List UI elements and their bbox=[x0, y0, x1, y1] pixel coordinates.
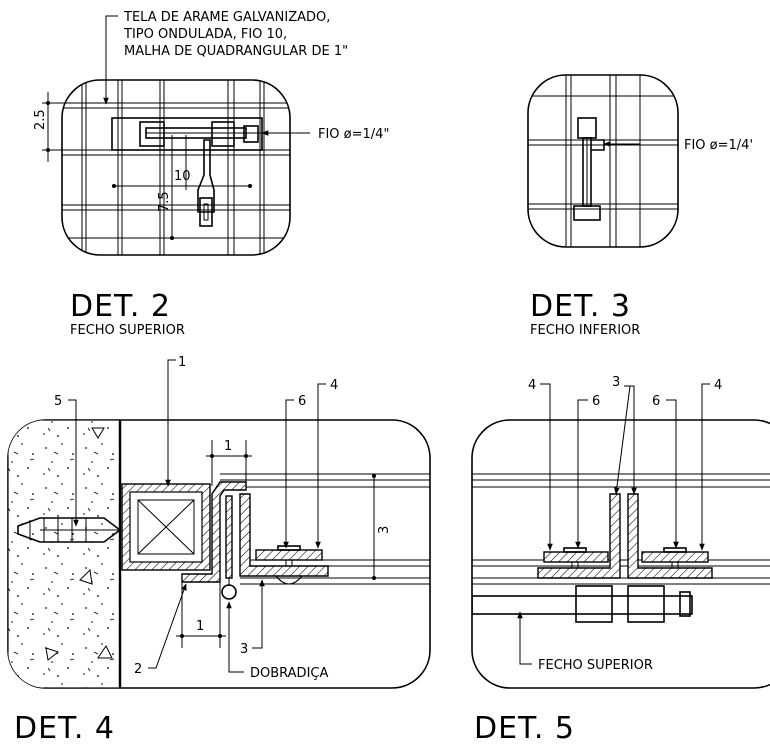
dim-2-5: 2.5 bbox=[33, 109, 48, 130]
callout-d4-3: 3 bbox=[240, 642, 248, 657]
wire-mesh bbox=[62, 80, 290, 255]
mesh-note-line3: MALHA DE QUADRANGULAR DE 1" bbox=[124, 44, 348, 59]
callout-d5-6a: 6 bbox=[592, 394, 600, 409]
top-latch-label: FECHO SUPERIOR bbox=[538, 658, 653, 673]
detail-2-title: DET. 2 bbox=[70, 289, 171, 324]
callout-d4-2: 2 bbox=[134, 662, 142, 677]
callout-d4-5: 5 bbox=[54, 394, 62, 409]
dim-d4-bottom-1: 1 bbox=[196, 619, 204, 634]
detail-3-frame bbox=[527, 74, 679, 248]
detail-2-subtitle: FECHO SUPERIOR bbox=[70, 323, 185, 338]
detail-3-drawing: FIO ø=1/4' DET. 3 FECHO INFERIOR bbox=[527, 74, 753, 338]
wire-label-det2: FIO ø=1/4" bbox=[318, 127, 389, 142]
wire-label-det3: FIO ø=1/4' bbox=[684, 138, 753, 153]
detail-3-title: DET. 3 bbox=[530, 289, 631, 324]
concrete-wall bbox=[8, 420, 121, 688]
callout-d4-6: 6 bbox=[298, 394, 306, 409]
callout-d4-4: 4 bbox=[330, 378, 338, 393]
mesh-note-line2: TIPO ONDULADA, FIO 10, bbox=[123, 27, 287, 42]
detail-2-drawing: TELA DE ARAME GALVANIZADO, TIPO ONDULADA… bbox=[33, 10, 389, 338]
dim-d4-top-1: 1 bbox=[224, 439, 232, 454]
dim-d4-3: 3 bbox=[377, 526, 392, 534]
detail-3-subtitle: FECHO INFERIOR bbox=[530, 323, 640, 338]
detail-4-title: DET. 4 bbox=[14, 711, 115, 745]
detail-2-frame bbox=[61, 79, 291, 256]
detail-5-drawing: 4 6 3 6 4 FECHO SUPERIOR DET. 5 bbox=[471, 375, 770, 745]
detail-5-title: DET. 5 bbox=[474, 711, 575, 745]
dim-7-5: 7.5 bbox=[157, 191, 172, 212]
detail-5-frame bbox=[471, 419, 770, 689]
callout-d5-4a: 4 bbox=[528, 378, 536, 393]
detail-4-drawing: 1 5 6 4 2 3 DOBRADIÇA 1 1 bbox=[7, 355, 431, 745]
callout-d5-6b: 6 bbox=[652, 394, 660, 409]
hinge-label: DOBRADIÇA bbox=[250, 666, 328, 681]
callout-d5-3: 3 bbox=[612, 375, 620, 390]
dim-10: 10 bbox=[174, 169, 191, 184]
mesh-note-line1: TELA DE ARAME GALVANIZADO, bbox=[123, 10, 330, 25]
callout-d4-1: 1 bbox=[178, 355, 186, 370]
callout-d5-4b: 4 bbox=[714, 378, 722, 393]
